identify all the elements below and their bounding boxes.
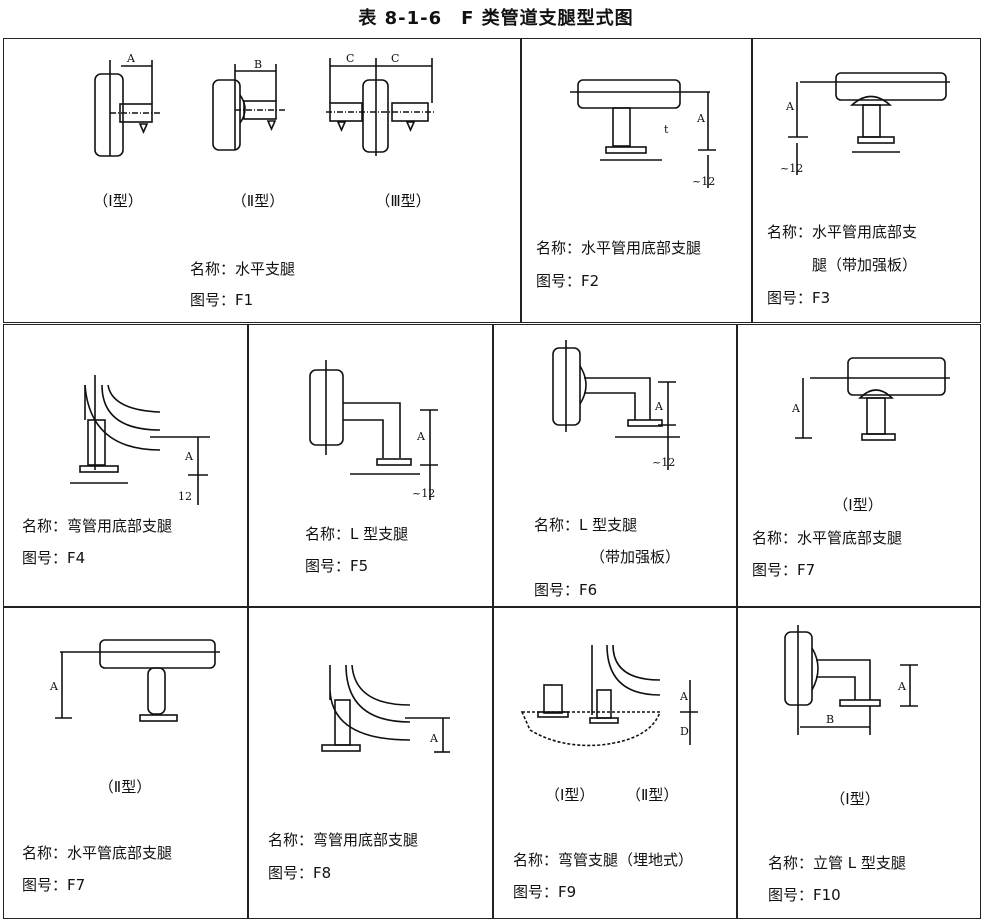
cell-f8: [247, 606, 494, 919]
diagram-f1-type3: C C: [326, 52, 436, 156]
figure-number: 图号：F2: [536, 272, 600, 290]
figure-number: 图号：F7: [752, 561, 816, 579]
name-label: 名称：L 型支腿: [305, 525, 409, 543]
name-label-line2: （带加强板）: [590, 548, 681, 566]
type-label: （Ⅰ型）: [93, 192, 143, 210]
dim-a: A: [126, 52, 136, 65]
type-label: （Ⅰ型）: [833, 496, 883, 514]
figure-number: 图号：F10: [768, 886, 841, 904]
dim-a: A: [429, 732, 439, 745]
name-label: 名称：弯管支腿（埋地式）: [513, 851, 694, 869]
dim-a: A: [184, 450, 194, 463]
dim-12: 12: [178, 490, 192, 503]
cell-f1: [3, 38, 522, 323]
type-label: （Ⅱ型）: [98, 778, 152, 796]
cell-f9: [492, 606, 738, 919]
cell-f5: [247, 324, 494, 608]
name-label-line2: 腿（带加强板）: [812, 256, 918, 274]
dim-d: D: [680, 725, 689, 738]
diagram-f6: A ~12: [552, 340, 680, 470]
name-label: 名称：弯管用底部支腿: [268, 831, 419, 849]
dim-a: A: [49, 680, 59, 693]
type-label: （Ⅲ型）: [375, 192, 431, 210]
dim-a: A: [679, 690, 689, 703]
cell-f7-type1: [736, 324, 981, 608]
diagram-f5: A ~12: [309, 360, 438, 500]
figure-number: 图号：F6: [534, 581, 598, 599]
dim-12: ~12: [652, 456, 675, 469]
figure-number: 图号：F9: [513, 883, 577, 901]
dim-a: A: [654, 400, 664, 413]
figure-number: 图号：F1: [190, 291, 254, 309]
diagram-f3: A ~12: [780, 72, 950, 175]
dim-a: A: [897, 680, 907, 693]
cell-f2: [520, 38, 753, 323]
dim-a: A: [696, 112, 706, 125]
figure-number: 图号：F3: [767, 289, 831, 307]
name-label: 名称：立管 L 型支腿: [768, 854, 906, 872]
dim-12: ~12: [780, 162, 803, 175]
diagram-f7-type2: A: [49, 639, 220, 722]
cell-f4: [3, 324, 249, 608]
diagram-f4: A 12: [70, 375, 210, 505]
dim-c: C: [391, 52, 399, 65]
diagram-f7-type1: A: [791, 357, 950, 441]
name-label: 名称：水平管用底部支: [767, 223, 918, 241]
diagram-f1-type2: B: [212, 58, 285, 151]
dim-b: B: [254, 58, 262, 71]
dim-12: ~12: [692, 175, 715, 188]
dim-t: t: [664, 123, 669, 136]
diagram-f9: A D: [520, 644, 698, 747]
table-title: 表 8-1-6 F 类管道支腿型式图: [358, 8, 634, 29]
dim-12: ~12: [412, 487, 435, 500]
name-label: 名称：水平管底部支腿: [22, 844, 173, 862]
name-label: 名称：L 型支腿: [534, 516, 638, 534]
dim-a: A: [791, 402, 801, 415]
figure-number: 图号：F8: [268, 864, 332, 882]
name-label: 名称：水平管底部支腿: [752, 529, 903, 547]
diagram-f8: A: [321, 664, 450, 753]
cell-f6: [492, 324, 738, 608]
cell-f3: [751, 38, 981, 323]
name-label: 名称：弯管用底部支腿: [22, 517, 173, 535]
figure-number: 图号：F7: [22, 876, 86, 894]
dim-a: A: [785, 100, 795, 113]
diagram-f1-type1: A: [94, 52, 160, 157]
name-label: 名称：水平管用底部支腿: [536, 239, 702, 257]
type-label: （Ⅱ型）: [626, 786, 679, 804]
diagram-f2: A t ~12: [570, 79, 716, 188]
name-label: 名称：水平支腿: [190, 260, 296, 278]
diagram-f10: A B: [784, 625, 918, 735]
dim-a: A: [416, 430, 426, 443]
type-label: （Ⅰ型）: [545, 786, 595, 804]
figure-number: 图号：F5: [305, 557, 369, 575]
figure-number: 图号：F4: [22, 549, 86, 567]
cell-f10: [736, 606, 981, 919]
dim-c: C: [346, 52, 354, 65]
type-label: （Ⅰ型）: [830, 790, 880, 808]
type-label: （Ⅱ型）: [231, 192, 285, 210]
dim-b: B: [826, 713, 834, 726]
cell-f7-type2: [3, 606, 249, 919]
